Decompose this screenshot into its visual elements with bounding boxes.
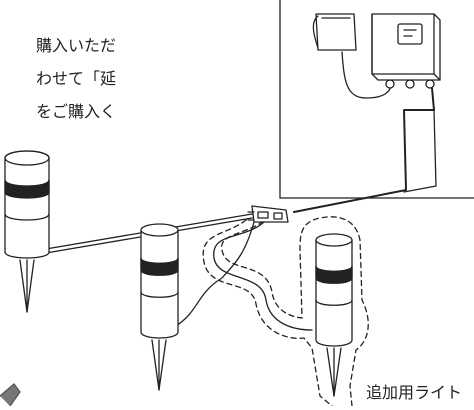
cable-to-middle-light — [175, 221, 255, 327]
text-line-1-wrap: 購入いただ — [0, 36, 116, 60]
house-wall — [279, 0, 474, 199]
cable-to-added-light — [213, 221, 313, 331]
transformer-box-icon — [371, 13, 441, 89]
text-line-3-wrap: をご購入く — [0, 102, 116, 126]
garden-light-middle-icon — [140, 223, 179, 391]
cable-connector-icon — [247, 205, 289, 223]
text-line-2: わせて「延 — [35, 69, 116, 88]
garden-light-added-icon — [315, 233, 353, 397]
power-cord — [341, 51, 391, 99]
main-cable — [293, 87, 435, 213]
garden-light-left-icon — [4, 150, 50, 313]
text-line-1: 購入いただ — [35, 36, 116, 55]
text-line-3: をご購入く — [35, 102, 116, 121]
added-light-highlight-outline — [202, 216, 369, 407]
partial-object-corner — [0, 383, 21, 407]
text-line-2-wrap: わせて「延 — [0, 69, 116, 93]
added-light-caption: 追加用ライト — [366, 383, 463, 402]
outdoor-outlet-icon — [312, 13, 357, 51]
